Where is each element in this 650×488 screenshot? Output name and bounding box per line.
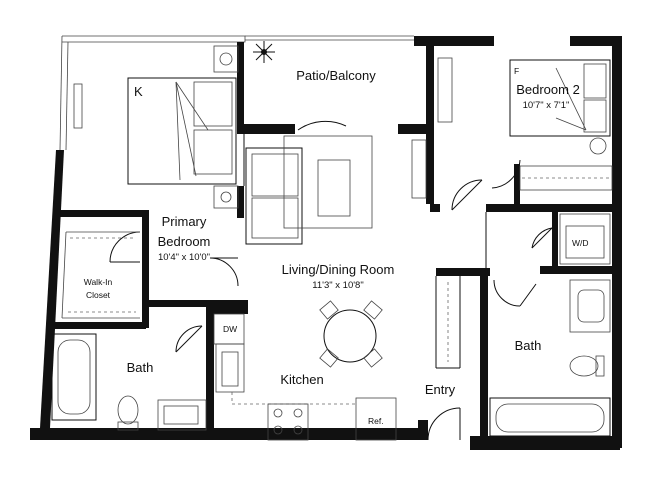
washer-dryer (559, 213, 611, 265)
living-room-dims: 11'3" x 10'8" (312, 280, 363, 291)
dishwasher-label: DW (223, 324, 237, 334)
primary-bedroom-dims: 10'4" x 10'0" (158, 252, 210, 263)
washer-dryer-label: W/D (572, 238, 589, 248)
walk-in-closet-label-2: Closet (86, 290, 111, 300)
full-bed (411, 57, 613, 199)
sofa (245, 135, 373, 245)
outer-glazing (59, 35, 414, 151)
bath2-label: Bath (515, 338, 542, 353)
doors (109, 120, 553, 441)
bath1-label: Bath (127, 360, 154, 375)
king-bed-label: K (134, 84, 143, 99)
living-room-label: Living/Dining Room (282, 262, 395, 277)
primary-bedroom-label-2: Bedroom (158, 234, 211, 249)
partitions (243, 134, 487, 369)
patio-label: Patio/Balcony (296, 68, 376, 83)
king-bed (127, 45, 239, 209)
walk-in-closet-label-1: Walk-In (84, 277, 113, 287)
snowflake-icon (253, 41, 275, 63)
walls (30, 36, 622, 450)
entry-label: Entry (425, 382, 456, 397)
full-bed-label: F (514, 66, 519, 76)
bedroom2-dims: 10'7" x 7'1" (523, 100, 570, 111)
bath1-fixtures (51, 333, 207, 431)
bath2-fixtures (489, 279, 611, 437)
kitchen-counters (213, 313, 397, 441)
dining-table (319, 300, 383, 368)
kitchen-label: Kitchen (280, 372, 323, 387)
refrigerator-label: Ref. (368, 416, 384, 426)
primary-bedroom-label-1: Primary (162, 214, 207, 229)
bedroom2-label: Bedroom 2 (516, 82, 580, 97)
walk-in-closet (61, 231, 140, 319)
